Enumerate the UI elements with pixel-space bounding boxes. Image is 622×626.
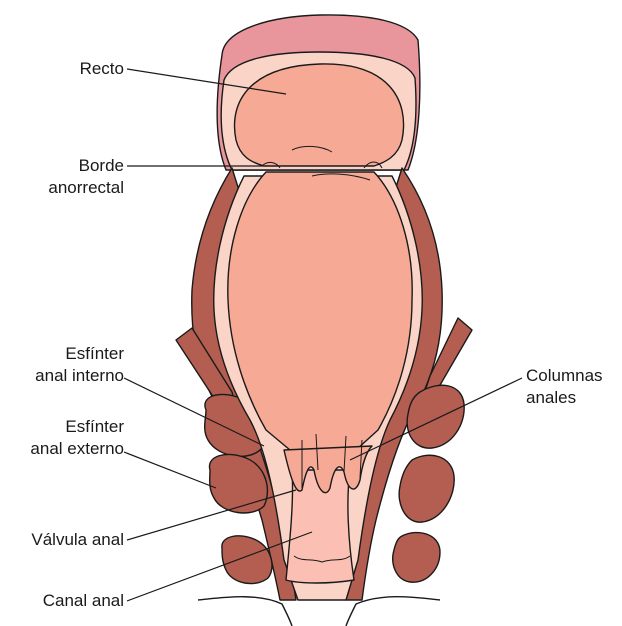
label-valvula-anal: Válvula anal <box>4 529 124 551</box>
label-borde-anorrectal: Borde anorrectal <box>10 155 124 199</box>
label-borde-line2: anorrectal <box>10 177 124 199</box>
left-outer-contour <box>198 597 292 626</box>
rectum-ampulla-top <box>235 64 404 166</box>
label-esfinter-externo-line1: Esfínter <box>4 416 124 438</box>
right-outer-contour <box>346 597 440 626</box>
label-esfinter-externo-line2: anal externo <box>4 438 124 460</box>
leader-esfinter-externo <box>124 452 216 488</box>
label-recto: Recto <box>40 58 124 80</box>
label-columnas-anales: Columnas anales <box>526 365 618 409</box>
label-esfinter-interno-line1: Esfínter <box>4 343 124 365</box>
label-valvula-text: Válvula anal <box>31 530 124 549</box>
right-sphincter-lobe-3 <box>393 533 440 583</box>
label-columnas-line1: Columnas <box>526 365 618 387</box>
label-canal-text: Canal anal <box>43 591 124 610</box>
label-columnas-line2: anales <box>526 387 618 409</box>
label-esfinter-interno: Esfínter anal interno <box>4 343 124 387</box>
right-sphincter-lobe-2 <box>399 455 454 522</box>
rectum-lumen <box>228 172 412 450</box>
left-sphincter-lobe-3 <box>222 536 272 584</box>
label-esfinter-interno-line2: anal interno <box>4 365 124 387</box>
label-borde-line1: Borde <box>10 155 124 177</box>
label-recto-text: Recto <box>80 59 124 78</box>
label-canal-anal: Canal anal <box>4 590 124 612</box>
label-esfinter-externo: Esfínter anal externo <box>4 416 124 460</box>
